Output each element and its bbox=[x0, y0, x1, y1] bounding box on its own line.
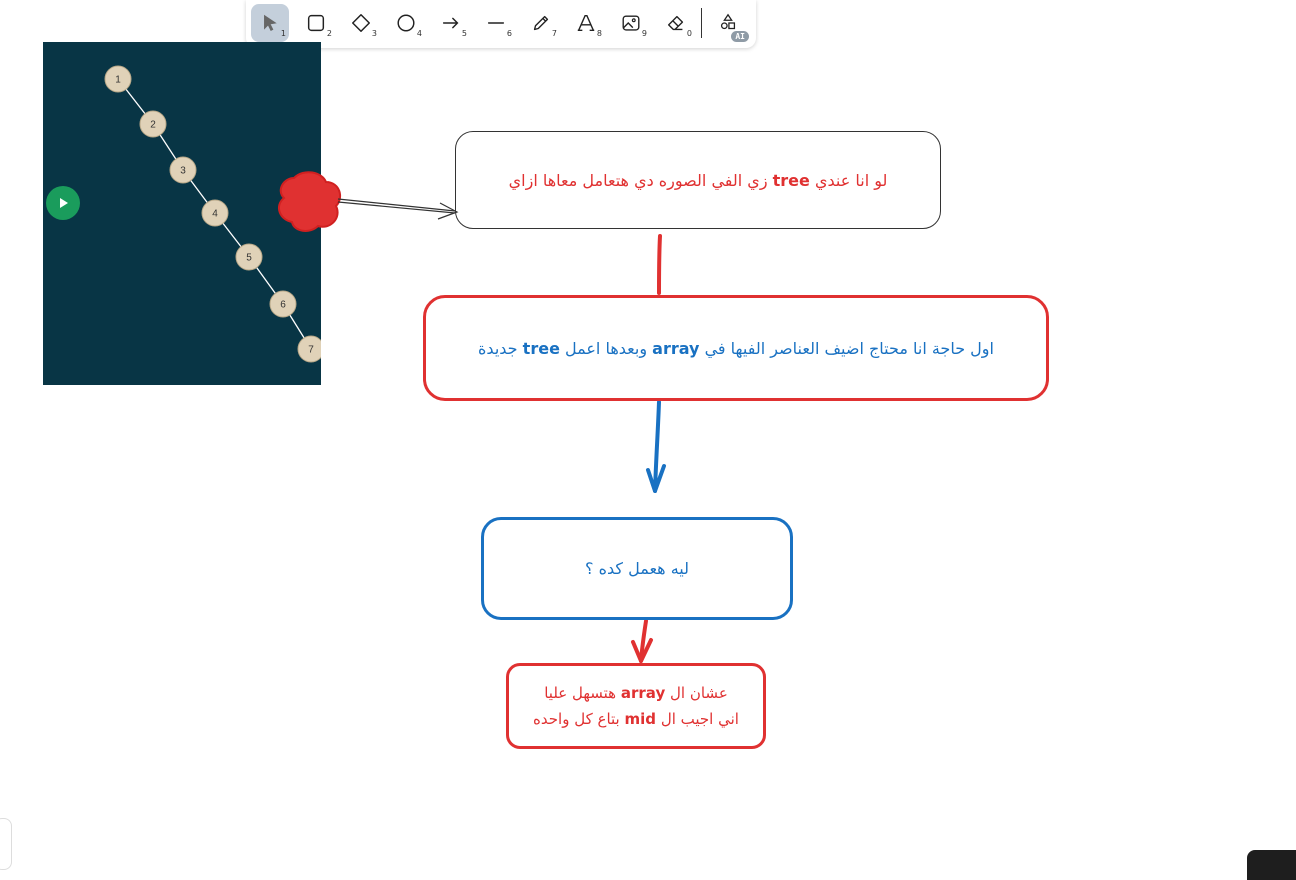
shapes-icon bbox=[720, 13, 736, 30]
red-connector-1[interactable] bbox=[657, 234, 662, 295]
tool-key-7: 7 bbox=[551, 29, 557, 38]
tree-node: 1 bbox=[104, 65, 132, 93]
diamond-tool-button[interactable]: 3 bbox=[342, 4, 380, 42]
box2-text-middle: وبعدها اعمل bbox=[565, 338, 648, 358]
tree-node-label: 6 bbox=[280, 300, 286, 311]
draw-tool-button[interactable]: 7 bbox=[522, 4, 560, 42]
tree-node: 3 bbox=[169, 156, 197, 184]
tree-node: 6 bbox=[269, 290, 297, 318]
image-icon bbox=[622, 15, 640, 31]
box4-line1: عشان ال array هتسهل عليا bbox=[544, 680, 728, 706]
tool-key-9: 9 bbox=[641, 29, 647, 38]
box3-text: ليه هعمل كده ؟ bbox=[585, 559, 689, 578]
rectangle-tool-button[interactable]: 2 bbox=[297, 4, 335, 42]
left-panel-handle[interactable] bbox=[0, 818, 12, 870]
box4-line1-end: هتسهل عليا bbox=[544, 684, 617, 702]
tree-node: 2 bbox=[139, 110, 167, 138]
tree-node-label: 5 bbox=[246, 253, 252, 264]
box4-line2-end: بتاع كل واحده bbox=[533, 710, 620, 728]
red-arrow[interactable] bbox=[631, 619, 653, 663]
tree-node-label: 1 bbox=[115, 75, 121, 86]
box2-text-start: اول حاجة انا محتاج اضيف العناصر الفيها ف… bbox=[704, 338, 994, 358]
tree-node-label: 3 bbox=[180, 166, 186, 177]
box1-keyword: tree bbox=[772, 170, 810, 190]
pointer-icon bbox=[264, 14, 277, 31]
tool-key-2: 2 bbox=[326, 29, 332, 38]
tree-node-circle bbox=[169, 156, 197, 184]
step-box[interactable]: اول حاجة انا محتاج اضيف العناصر الفيها ف… bbox=[423, 295, 1049, 401]
tree-node-circle bbox=[297, 335, 321, 363]
tool-key-8: 8 bbox=[596, 29, 602, 38]
pencil-icon bbox=[533, 15, 549, 31]
text-tool-button[interactable]: 8 bbox=[567, 4, 605, 42]
box2-keyword-tree: tree bbox=[522, 338, 560, 358]
image-tool-button[interactable]: 9 bbox=[612, 4, 650, 42]
tree-node-circle bbox=[201, 199, 229, 227]
box4-keyword-array: array bbox=[620, 684, 666, 702]
tree-node: 4 bbox=[201, 199, 229, 227]
tree-node-circle bbox=[139, 110, 167, 138]
box4-keyword-mid: mid bbox=[624, 710, 657, 728]
tree-node-label: 7 bbox=[308, 345, 314, 356]
red-scribble[interactable] bbox=[276, 170, 346, 236]
tree-node-circle bbox=[104, 65, 132, 93]
tool-key-4: 4 bbox=[416, 29, 422, 38]
question-box[interactable]: لو انا عندي tree زي الفي الصوره دي هتعام… bbox=[455, 131, 941, 229]
rectangle-icon bbox=[307, 14, 325, 32]
ellipse-tool-button[interactable]: 4 bbox=[387, 4, 425, 42]
tree-node-label: 2 bbox=[150, 120, 156, 131]
tool-key-3: 3 bbox=[371, 29, 377, 38]
box2-text-end: جديدة bbox=[478, 338, 518, 358]
tree-diagram: 1 2 3 4 5 6 7 bbox=[104, 65, 321, 363]
play-button[interactable] bbox=[46, 186, 80, 220]
tool-key-5: 5 bbox=[461, 29, 467, 38]
tree-node-circle bbox=[235, 243, 263, 271]
play-icon bbox=[60, 198, 68, 208]
tree-embed[interactable]: 1 2 3 4 5 6 7 bbox=[43, 42, 321, 385]
arrow-to-box1[interactable] bbox=[337, 198, 459, 220]
why-box[interactable]: ليه هعمل كده ؟ bbox=[481, 517, 793, 620]
text-icon bbox=[577, 14, 595, 32]
toolbar-separator bbox=[701, 8, 702, 38]
corner-widget[interactable] bbox=[1247, 850, 1296, 880]
tree-node: 5 bbox=[235, 243, 263, 271]
box2-text: اول حاجة انا محتاج اضيف العناصر الفيها ف… bbox=[478, 339, 994, 358]
shape-toolbar: 1 2 3 4 5 6 7 8 9 0 AI bbox=[246, 0, 756, 48]
box4-line2: اني اجيب ال mid بتاع كل واحده bbox=[533, 706, 739, 732]
box1-text-start: لو انا عندي bbox=[814, 170, 888, 190]
box4-line1-start: عشان ال bbox=[670, 684, 728, 702]
box1-text-end: زي الفي الصوره دي هتعامل معاها ازاي bbox=[508, 170, 768, 190]
ellipse-icon bbox=[397, 14, 415, 32]
line-tool-button[interactable]: 6 bbox=[477, 4, 515, 42]
tree-nodes: 1 2 3 4 5 6 7 bbox=[104, 65, 321, 363]
more-shapes-ai-button[interactable]: AI bbox=[709, 4, 749, 42]
line-icon bbox=[487, 22, 505, 24]
box1-text: لو انا عندي tree زي الفي الصوره دي هتعام… bbox=[509, 171, 888, 190]
tree-node: 7 bbox=[297, 335, 321, 363]
arrow-icon bbox=[442, 17, 459, 29]
tree-node-label: 4 bbox=[212, 209, 218, 220]
tool-key-0: 0 bbox=[686, 29, 692, 38]
diamond-icon bbox=[352, 14, 370, 32]
eraser-tool-button[interactable]: 0 bbox=[657, 4, 695, 42]
answer-box[interactable]: عشان ال array هتسهل عليا اني اجيب ال mid… bbox=[506, 663, 766, 749]
ai-badge: AI bbox=[731, 31, 749, 42]
box4-line2-start: اني اجيب ال bbox=[660, 710, 739, 728]
box2-keyword-array: array bbox=[652, 338, 700, 358]
tree-node-circle bbox=[269, 290, 297, 318]
tool-key-1: 1 bbox=[280, 29, 286, 38]
eraser-icon bbox=[667, 15, 684, 31]
arrow-tool-button[interactable]: 5 bbox=[432, 4, 470, 42]
selection-tool-button[interactable]: 1 bbox=[251, 4, 289, 42]
blue-arrow[interactable] bbox=[646, 400, 666, 493]
tool-key-6: 6 bbox=[506, 29, 512, 38]
